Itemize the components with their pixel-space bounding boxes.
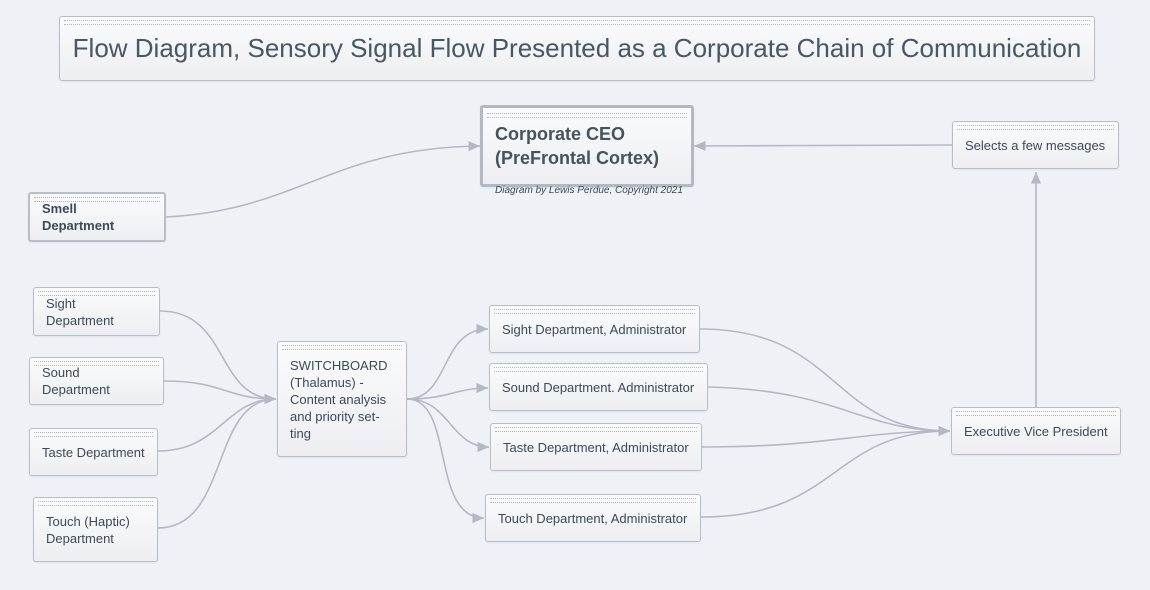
taste-administrator-label: Taste Department, Administrator: [503, 439, 689, 455]
edge-switchboard-to-sight-admin: [406, 323, 489, 400]
edge-taste-admin-to-evp: [701, 425, 951, 448]
switchboard-node[interactable]: SWITCHBOARD (Thalamus) - Content analysi…: [277, 341, 407, 457]
sound-administrator-node[interactable]: Sound Department. Administrator: [489, 363, 708, 411]
edge-touch-admin-to-evp: [700, 425, 951, 518]
switchboard-label-line2: (Thalamus) -: [290, 374, 364, 390]
taste-administrator-node[interactable]: Taste Department, Administrator: [490, 423, 702, 471]
edge-switchboard-to-sound-admin: [406, 382, 489, 400]
sight-administrator-label: Sight Department, Administrator: [502, 321, 687, 337]
sound-department-node[interactable]: Sound Department: [29, 357, 164, 405]
edge-switchboard-to-taste-admin: [406, 398, 490, 453]
edge-sight-to-switchboard: [159, 310, 277, 405]
ceo-label-line1: Corporate CEO: [495, 124, 626, 144]
edge-sight-admin-to-evp: [699, 328, 951, 437]
touch-department-label-line1: Touch (Haptic): [46, 513, 130, 529]
touch-department-node[interactable]: Touch (Haptic) Department: [33, 497, 158, 562]
switchboard-label-line3: Content analysis: [290, 391, 387, 407]
executive-vice-president-label: Executive Vice President: [964, 423, 1108, 439]
diagram-title-text: Flow Diagram, Sensory Signal Flow Presen…: [72, 33, 1082, 63]
edge-selects-to-ceo: [693, 140, 953, 152]
switchboard-label-line4: and priority set-: [290, 408, 380, 424]
diagram-credit: Diagram by Lewis Perdue, Copyright 2021: [495, 185, 683, 196]
ceo-node[interactable]: Corporate CEO (PreFrontal Cortex): [480, 105, 694, 187]
selects-messages-label: Selects a few messages: [965, 137, 1106, 153]
sight-administrator-node[interactable]: Sight Department, Administrator: [489, 305, 700, 353]
edge-sound-admin-to-evp: [707, 386, 951, 437]
sight-department-node[interactable]: Sight Department: [33, 287, 160, 336]
touch-administrator-label: Touch Department, Administrator: [498, 510, 688, 526]
smell-department-label: Smell Department: [42, 201, 115, 233]
sight-department-label: Sight Department: [46, 295, 114, 328]
ceo-label-line2: (PreFrontal Cortex): [495, 148, 660, 168]
taste-department-label: Taste Department: [42, 444, 145, 460]
sound-department-label: Sound Department: [42, 365, 110, 397]
edge-touch-to-switchboard: [157, 393, 277, 529]
selects-messages-node[interactable]: Selects a few messages: [952, 121, 1119, 169]
edge-smell-to-ceo: [165, 141, 481, 218]
edge-taste-to-switchboard: [157, 393, 277, 452]
touch-department-label-line2: Department: [46, 530, 114, 546]
diagram-title: Flow Diagram, Sensory Signal Flow Presen…: [59, 16, 1095, 81]
edge-switchboard-to-touch-admin: [406, 398, 485, 524]
executive-vice-president-node[interactable]: Executive Vice President: [951, 407, 1121, 455]
switchboard-label-line5: ting: [290, 425, 311, 441]
taste-department-node[interactable]: Taste Department: [29, 428, 158, 476]
sound-administrator-label: Sound Department. Administrator: [502, 379, 695, 395]
switchboard-label-line1: SWITCHBOARD: [290, 357, 388, 373]
edge-sound-to-switchboard: [163, 380, 277, 405]
touch-administrator-node[interactable]: Touch Department, Administrator: [485, 494, 701, 542]
smell-department-node[interactable]: Smell Department: [28, 192, 166, 242]
